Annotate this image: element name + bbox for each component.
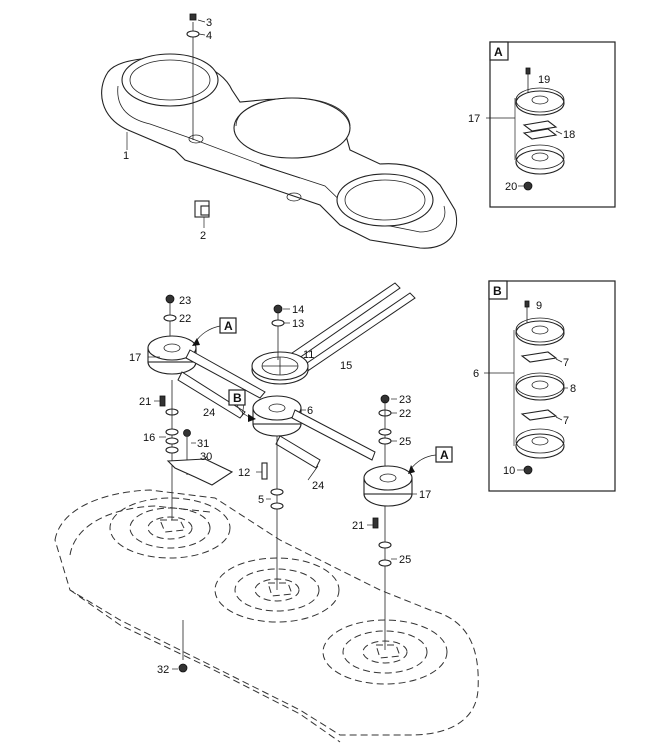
detail-b-letter: B <box>493 284 502 298</box>
right-pulley-17 <box>363 394 417 650</box>
detail-a-18: 18 <box>563 129 575 141</box>
arrow-tag-a-left-letter: A <box>224 319 233 333</box>
callout-labels: 3 4 1 2 23 22 17 21 24 16 31 30 14 13 11… <box>123 17 576 676</box>
callout-25-upper: 25 <box>399 436 411 448</box>
callout-6: 6 <box>307 405 313 417</box>
arrow-tag-b <box>228 389 256 422</box>
callout-22-right: 22 <box>399 408 411 420</box>
deck-cover <box>101 53 458 249</box>
callout-11: 11 <box>303 349 314 361</box>
callout-5: 5 <box>258 494 264 506</box>
bolt-3 <box>186 13 206 140</box>
detail-b-8: 8 <box>570 383 576 395</box>
detail-a-letter: A <box>494 45 503 59</box>
arrow-tag-b-letter: B <box>233 391 242 405</box>
callout-21-right: 21 <box>352 520 364 532</box>
callout-13: 13 <box>292 318 304 330</box>
callout-22-left: 22 <box>179 313 191 325</box>
detail-b-9: 9 <box>536 300 542 312</box>
callout-16: 16 <box>143 432 155 444</box>
callout-15: 15 <box>340 360 352 372</box>
callout-14: 14 <box>292 304 304 316</box>
center-pulley-6 <box>252 395 376 590</box>
callout-4: 4 <box>206 30 212 42</box>
callout-31: 31 <box>197 438 209 450</box>
left-pulley-17 <box>147 294 266 419</box>
callout-21-left: 21 <box>139 396 151 408</box>
callout-1: 1 <box>123 150 129 162</box>
detail-a-19: 19 <box>538 74 550 86</box>
callout-3: 3 <box>206 17 212 29</box>
detail-a-17: 17 <box>468 113 480 125</box>
arrow-tag-a-left <box>192 317 237 346</box>
callout-23-left: 23 <box>179 295 191 307</box>
idler-pulley-11 <box>251 304 309 385</box>
callout-17-right: 17 <box>419 489 431 501</box>
detail-box-a <box>486 41 616 208</box>
detail-b-10: 10 <box>503 465 515 477</box>
belt-15 <box>269 282 416 384</box>
detail-a-20: 20 <box>505 181 517 193</box>
left-spindle-hardware <box>154 380 234 520</box>
callout-24-left: 24 <box>203 407 215 419</box>
mower-deck <box>54 489 479 743</box>
callout-17-left: 17 <box>129 352 141 364</box>
detail-b-7-lower: 7 <box>563 415 569 427</box>
arrow-tag-a-right <box>408 446 453 474</box>
callout-30: 30 <box>200 451 212 463</box>
callout-32: 32 <box>157 664 169 676</box>
callout-23-right: 23 <box>399 394 411 406</box>
callout-24-center: 24 <box>312 480 324 492</box>
clip-2 <box>194 200 210 228</box>
detail-box-b <box>484 280 616 492</box>
callout-25-lower: 25 <box>399 554 411 566</box>
callout-12: 12 <box>238 467 250 479</box>
callout-2: 2 <box>200 230 206 242</box>
arrow-tag-a-right-letter: A <box>440 448 449 462</box>
detail-b-6: 6 <box>473 368 479 380</box>
detail-b-7-upper: 7 <box>563 357 569 369</box>
